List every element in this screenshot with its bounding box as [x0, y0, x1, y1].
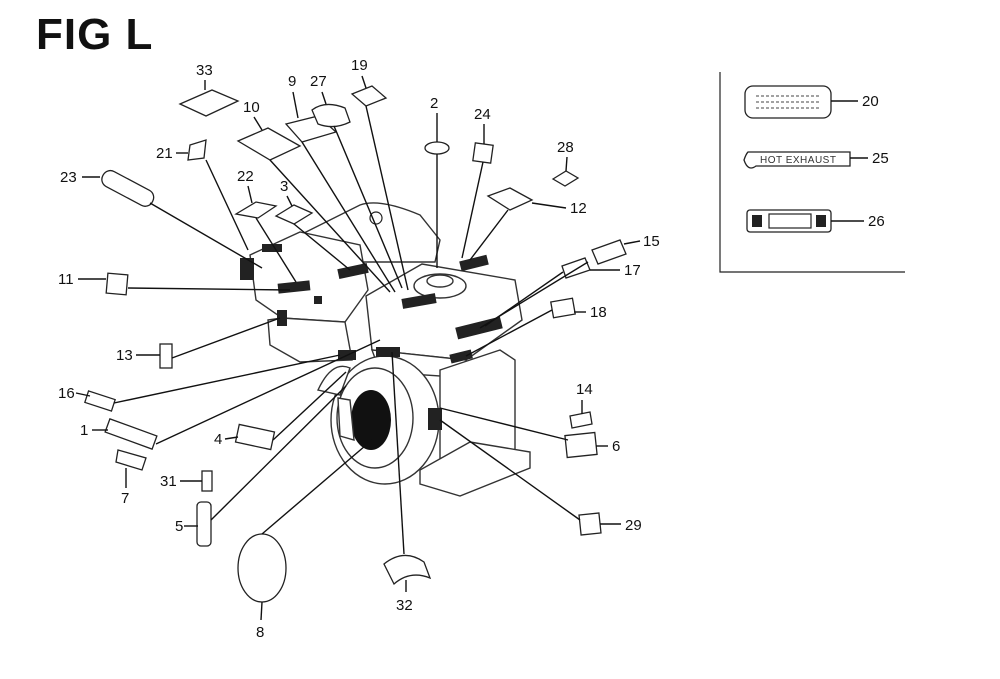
label-part-12 — [486, 187, 534, 211]
leader-lines — [113, 105, 589, 555]
label-part-3 — [274, 204, 314, 225]
callout-10: 10 — [243, 99, 260, 116]
label-part-16 — [84, 390, 116, 412]
callout-13: 13 — [116, 347, 133, 364]
label-part-21 — [187, 139, 207, 161]
callout-2: 2 — [430, 95, 438, 112]
label-part-24 — [472, 142, 494, 164]
callout-16: 16 — [58, 385, 75, 402]
label-part-26 — [746, 209, 864, 233]
figure-title: FIG L — [36, 10, 154, 59]
loose-labels — [84, 85, 627, 603]
label-part-15 — [591, 239, 627, 265]
callout-11: 11 — [58, 271, 74, 288]
label-part-5 — [196, 501, 212, 547]
callout-9: 9 — [288, 73, 296, 90]
label-part-13 — [159, 343, 173, 369]
callout-33: 33 — [196, 62, 213, 79]
callout-8: 8 — [256, 624, 264, 641]
callout-19: 19 — [351, 57, 368, 74]
callout-32: 32 — [396, 597, 413, 614]
label-part-32 — [383, 554, 432, 586]
label-part-18 — [550, 297, 576, 319]
label-part-7 — [115, 449, 147, 471]
callout-29: 29 — [625, 517, 642, 534]
callout-26: 26 — [868, 213, 885, 230]
callout-20: 20 — [862, 93, 879, 110]
label-part-14 — [569, 411, 593, 429]
callout-27: 27 — [310, 73, 327, 90]
label-part-11 — [105, 272, 129, 296]
callout-21: 21 — [156, 145, 173, 162]
callout-6: 6 — [612, 438, 620, 455]
callout-14: 14 — [576, 381, 593, 398]
callout-7: 7 — [121, 490, 129, 507]
label-part-1 — [104, 418, 158, 450]
label-part-20 — [744, 85, 858, 119]
callouts: 33 10 9 27 19 21 23 22 3 2 24 28 12 11 1… — [58, 57, 889, 641]
label-part-19 — [350, 85, 388, 107]
label-part-27 — [311, 103, 351, 128]
label-part-31 — [201, 470, 213, 492]
label-part-10 — [236, 127, 302, 161]
inset-box: HOT EXHAUST — [719, 72, 905, 273]
label-part-4 — [234, 423, 276, 451]
callout-15: 15 — [643, 233, 660, 250]
callout-1: 1 — [80, 422, 88, 439]
hot-exhaust-text: HOT EXHAUST — [760, 155, 836, 166]
callout-18: 18 — [590, 304, 607, 321]
callout-25: 25 — [872, 150, 889, 167]
label-part-25: HOT EXHAUST — [743, 151, 868, 169]
callout-31: 31 — [160, 473, 177, 490]
label-part-29 — [578, 512, 602, 536]
label-part-28 — [551, 170, 580, 187]
label-part-6 — [564, 431, 598, 459]
callout-24: 24 — [474, 106, 491, 123]
callout-28: 28 — [557, 139, 574, 156]
label-part-33 — [178, 89, 240, 117]
callout-3: 3 — [280, 178, 288, 195]
callout-12: 12 — [570, 200, 587, 217]
label-part-8 — [237, 533, 287, 603]
callout-22: 22 — [237, 168, 254, 185]
callout-5: 5 — [175, 518, 183, 535]
label-part-2 — [424, 141, 450, 155]
label-part-22 — [234, 201, 278, 219]
callout-17: 17 — [624, 262, 641, 279]
callout-23: 23 — [60, 169, 77, 186]
label-part-23 — [101, 169, 155, 207]
callout-4: 4 — [214, 431, 222, 448]
